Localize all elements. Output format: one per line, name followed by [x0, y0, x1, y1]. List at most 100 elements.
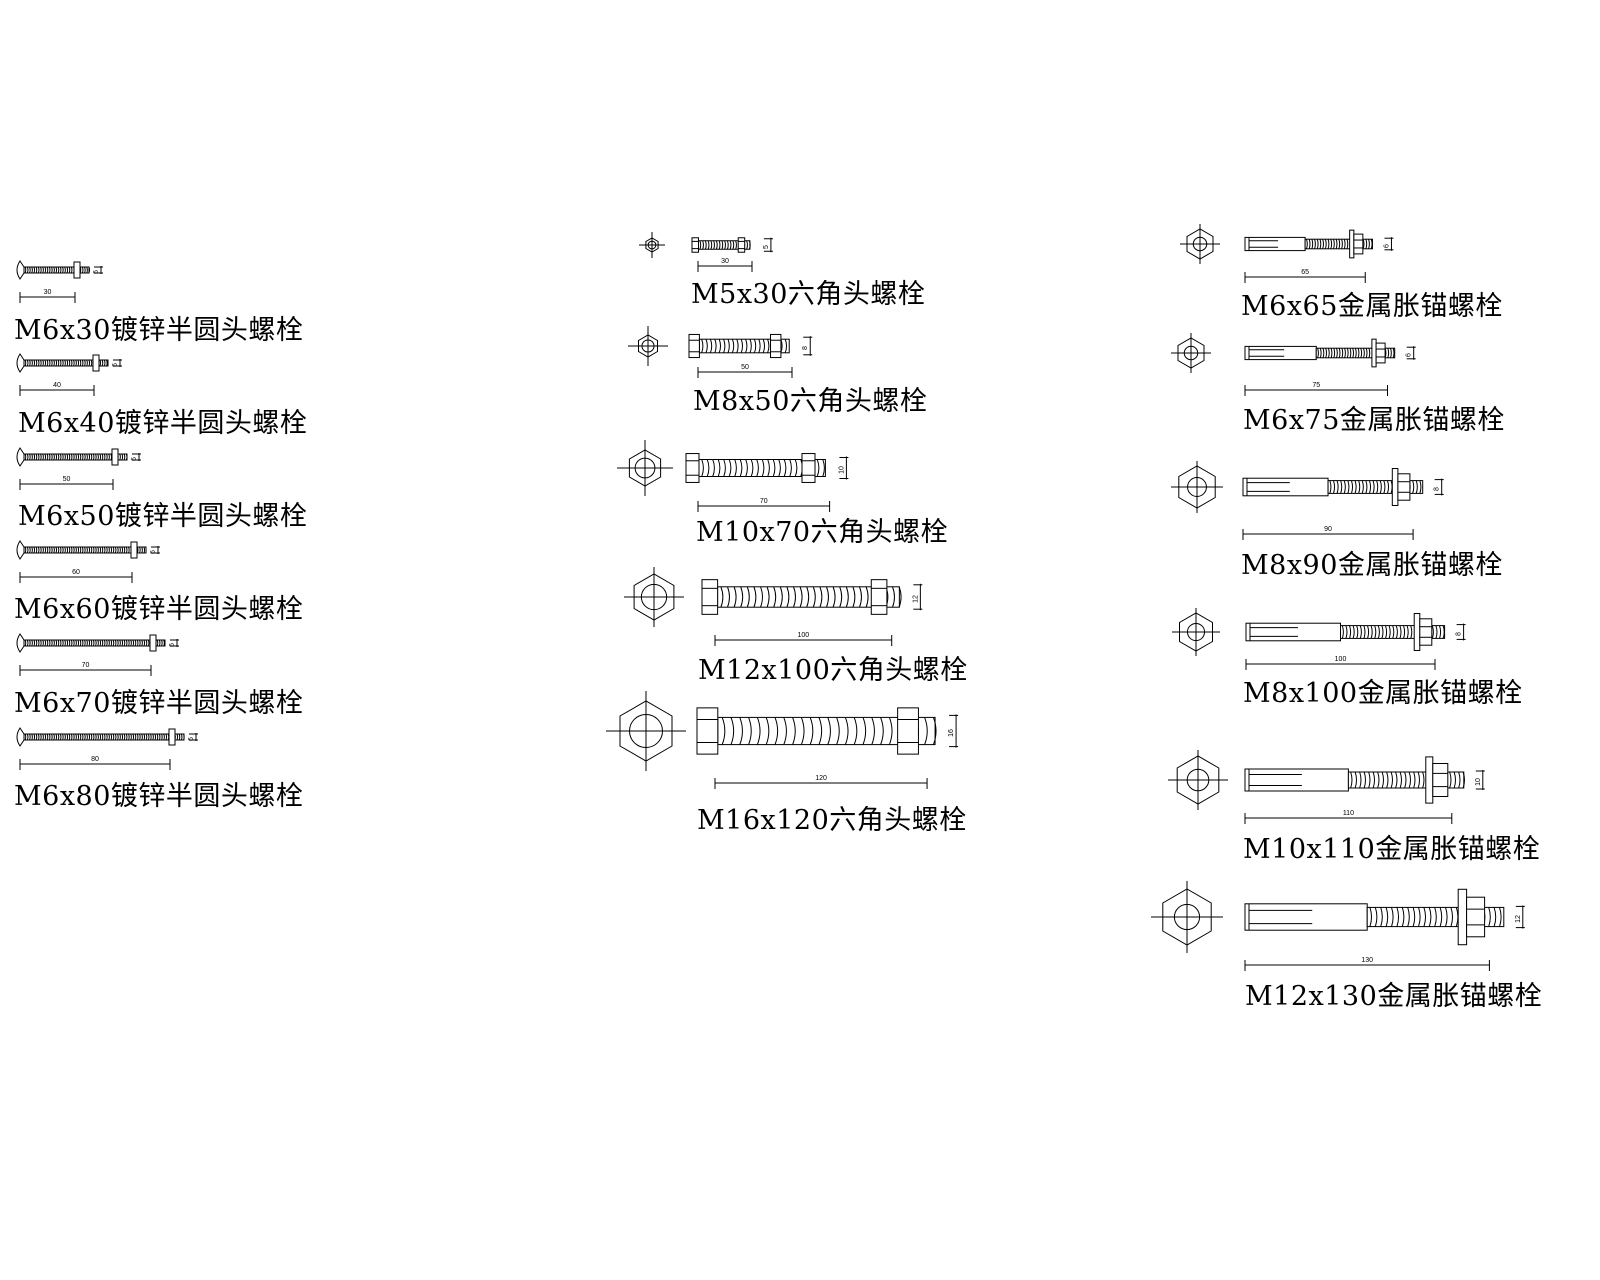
thread-line [55, 733, 58, 741]
thread-line [42, 546, 44, 554]
thread-line [125, 733, 128, 741]
thread-line [792, 717, 796, 745]
thread-line [753, 339, 757, 353]
thread-line [64, 639, 66, 647]
thread-line [136, 639, 139, 647]
thread-line [1359, 771, 1362, 789]
thread-line [1380, 907, 1383, 927]
hex-nut [770, 333, 782, 359]
thread-line [106, 359, 108, 367]
thread-line [721, 240, 724, 250]
diameter-dimension-text: 6 [150, 550, 157, 554]
thread-line [106, 639, 108, 647]
thread-line [141, 733, 143, 741]
thread-line [35, 733, 38, 741]
thread-line [37, 733, 40, 741]
washer [149, 634, 157, 652]
thread-line [727, 339, 730, 353]
expansion-sleeve [1244, 903, 1368, 931]
thread-line [1442, 625, 1445, 639]
thread-line [35, 359, 38, 367]
thread-line [1325, 348, 1328, 358]
thread-line [1370, 239, 1373, 249]
thread-line [88, 733, 91, 741]
thread-line [723, 339, 726, 353]
thread-line [1458, 771, 1461, 789]
diameter-dimension-text: 12 [912, 595, 919, 603]
thread-line [44, 639, 47, 647]
thread-line [24, 359, 27, 367]
thread-line [117, 733, 119, 741]
thread-line [1439, 907, 1443, 927]
thread-line [59, 546, 62, 554]
thread-line [26, 453, 29, 461]
thread-line [1413, 771, 1416, 789]
thread-line [767, 459, 770, 477]
thread-line [51, 546, 53, 554]
thread-line [42, 453, 44, 461]
thread-line [734, 459, 737, 477]
thread-line [79, 359, 82, 367]
thread-line [158, 639, 161, 647]
thread-line [832, 586, 836, 608]
thread-line [1379, 480, 1382, 494]
thread-line [730, 717, 735, 745]
diameter-dimension-text: 10 [1475, 778, 1482, 786]
thread-line [1368, 480, 1372, 494]
thread-line [766, 586, 770, 608]
thread-line [88, 453, 91, 461]
thread-line [750, 459, 754, 477]
thread-line [66, 453, 69, 461]
thread-line [59, 266, 62, 274]
thread-line [77, 733, 80, 741]
label-expansion-anchor: M12x130金属胀锚螺栓 [1245, 981, 1543, 1012]
thread-line [35, 266, 38, 274]
thread-line [1377, 771, 1380, 789]
thread-line [845, 586, 849, 608]
thread-line [57, 546, 60, 554]
pan-head [16, 633, 25, 653]
thread-line [732, 240, 735, 250]
thread-line [800, 717, 805, 745]
thread-line [128, 546, 130, 554]
thread-line [852, 586, 856, 608]
thread-line [79, 639, 82, 647]
thread-line [1435, 625, 1438, 639]
thread-line [1386, 771, 1389, 789]
thread-line [760, 586, 763, 608]
expansion-sleeve [1244, 768, 1349, 792]
thread-line [68, 546, 71, 554]
diameter-dimension-text: 6 [93, 270, 100, 274]
thread-line [888, 717, 893, 745]
thread-line [125, 453, 128, 461]
hex-nut [801, 453, 816, 483]
thread-line [33, 546, 36, 554]
thread-line [31, 266, 33, 274]
thread-line [1324, 239, 1327, 249]
thread-line [1445, 907, 1448, 927]
label-expansion-anchor: M6x65金属胀锚螺栓 [1241, 291, 1503, 322]
thread-line [134, 639, 137, 647]
thread-line [1341, 625, 1344, 639]
length-dimension-text: 70 [760, 498, 768, 505]
thread-line [1365, 480, 1368, 494]
thread-line [767, 339, 770, 353]
thread-line [740, 586, 744, 608]
thread-line [44, 359, 47, 367]
thread-line [123, 733, 126, 741]
thread-line [1391, 907, 1394, 927]
thread-line [1369, 907, 1373, 927]
thread-line [1317, 348, 1319, 358]
thread-line [816, 459, 820, 477]
pan-head-screw-drawing: 680 [16, 727, 198, 770]
thread-line [132, 639, 135, 647]
length-dimension-text: 90 [1324, 526, 1332, 533]
thread-line [1322, 348, 1325, 358]
thread-line [176, 733, 179, 741]
thread-line [1390, 771, 1393, 789]
thread-line [40, 733, 42, 741]
thread-line [31, 546, 33, 554]
thread-line [880, 717, 884, 745]
thread-line [758, 339, 761, 353]
